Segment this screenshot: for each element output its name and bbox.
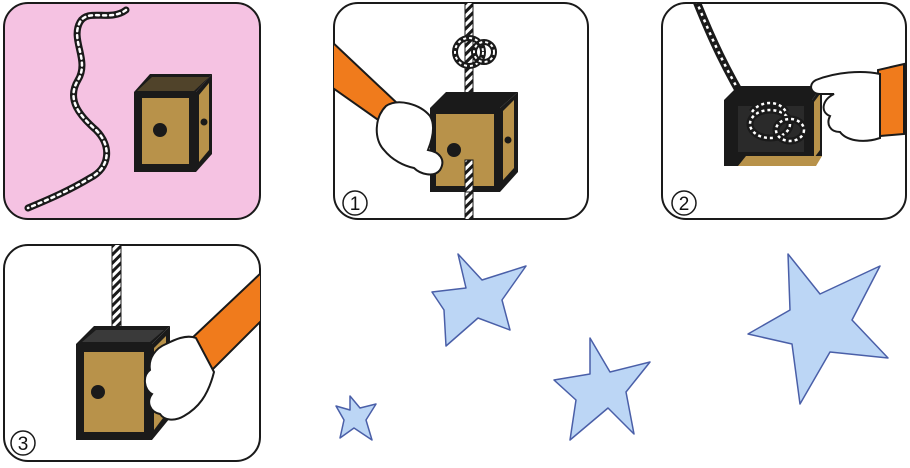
star-icon xyxy=(336,396,376,440)
panel-step-1: 1 xyxy=(330,0,588,225)
step-number: 1 xyxy=(350,194,361,215)
wooden-box xyxy=(134,74,212,172)
star-icon xyxy=(554,338,650,440)
step-number: 2 xyxy=(679,194,690,215)
decorative-stars xyxy=(336,254,888,440)
panel-step-3: 3 xyxy=(4,240,262,461)
wooden-box xyxy=(430,92,518,192)
panel-intro-frame xyxy=(4,3,260,219)
step-number: 3 xyxy=(18,434,29,455)
wooden-box xyxy=(724,86,822,166)
panel-step-2: 2 xyxy=(662,0,906,219)
rope xyxy=(112,240,121,330)
star-icon xyxy=(748,254,888,404)
star-icon xyxy=(432,254,526,346)
panel-intro xyxy=(4,3,260,219)
